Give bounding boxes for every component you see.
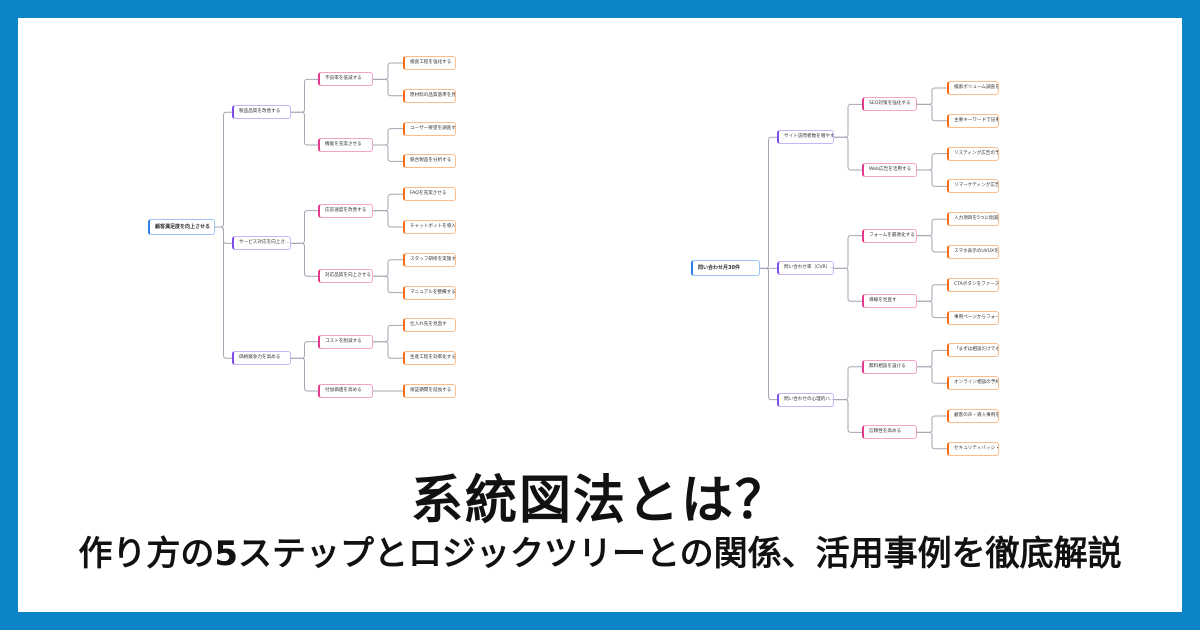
connector-line — [373, 78, 403, 97]
level2-node[interactable]: 不良率を低減する — [318, 72, 373, 87]
level2-node[interactable]: 信頼性を高める — [862, 425, 917, 440]
connector-line — [917, 103, 947, 122]
level3-node[interactable]: 検索ボリューム調査を実… — [947, 81, 999, 95]
headline-title: 系統図法とは？ — [410, 471, 789, 531]
level3-node[interactable]: CTAボタンをファースト… — [947, 277, 999, 292]
connector-line — [917, 415, 947, 433]
connector-line — [291, 78, 318, 113]
level3-node[interactable]: 主要キーワードで記事を… — [947, 113, 999, 128]
level3-node[interactable]: FAQを充実させる — [403, 187, 456, 202]
connector-line — [760, 267, 777, 401]
connector-line — [834, 103, 862, 138]
connector-line — [917, 349, 947, 368]
connector-line — [373, 62, 403, 80]
connector-line — [834, 399, 862, 433]
connector-line — [373, 144, 403, 162]
connector-line — [917, 431, 947, 450]
level1-node[interactable]: 問い合わせ率（CVR）… — [777, 261, 834, 276]
level3-node[interactable]: スマホ表示のUI/UXを改… — [947, 245, 999, 259]
connector-line — [373, 259, 403, 277]
connector-line — [917, 300, 947, 319]
level3-node[interactable]: 顧客の声・導入事例を充… — [947, 409, 999, 423]
level3-node[interactable]: 事例ページからフォーム… — [947, 310, 999, 325]
connector-line — [834, 235, 862, 269]
level2-node[interactable]: 導線を見直す — [862, 294, 917, 309]
connector-line — [917, 169, 947, 187]
connector-line — [917, 284, 947, 302]
connector-line — [291, 210, 318, 244]
level2-node[interactable]: SEO対策を強化する — [862, 97, 917, 112]
level3-node[interactable]: 生産工程を効率化する — [403, 351, 456, 366]
level1-node[interactable]: 価格競争力を高める — [232, 351, 291, 366]
level3-node[interactable]: 原材料の品質基準を見直す — [403, 88, 456, 103]
connector-line — [834, 267, 862, 302]
connector-line — [917, 218, 947, 237]
level3-node[interactable]: 競合製品を分析する — [403, 154, 456, 169]
connector-line — [834, 136, 862, 171]
level3-node[interactable]: 仕入れ先を見直す — [403, 318, 456, 333]
level3-node[interactable]: スタッフ研修を実施する — [403, 252, 456, 267]
level1-node[interactable]: 問い合わせの心理的ハ… — [777, 392, 834, 407]
connector-line — [373, 341, 403, 359]
level3-node[interactable]: ユーザー要望を調査する — [403, 121, 456, 136]
connector-line — [291, 357, 318, 392]
level2-node[interactable]: 対応品質を向上させる — [318, 269, 373, 284]
level2-node[interactable]: 付加価値を高める — [318, 384, 373, 398]
level2-node[interactable]: 応答速度を改善する — [318, 203, 373, 218]
headline-subtitle: 作り方の5ステップとロジックツリーとの関係、活用事例を徹底解説 — [78, 534, 1122, 574]
level3-node[interactable]: 検査工程を強化する — [403, 56, 456, 70]
connector-line — [373, 324, 403, 343]
connector-line — [373, 128, 403, 146]
level3-node[interactable]: 入力項目を5つに削減する — [947, 212, 999, 227]
connector-line — [917, 153, 947, 171]
level2-node[interactable]: Web広告を活用する — [862, 163, 917, 177]
level3-node[interactable]: リスティング広告の予算… — [947, 146, 999, 161]
connector-line — [373, 275, 403, 294]
root-node[interactable]: 問い合わせ月30件 — [691, 260, 760, 277]
connector-line — [291, 242, 318, 277]
level1-node[interactable]: サービス対応を向上さ… — [232, 236, 291, 251]
level2-node[interactable]: フォームを最適化する — [862, 228, 917, 243]
level3-node[interactable]: 「まずは相談だけでもO… — [947, 343, 999, 358]
level1-node[interactable]: 製品品質を改善する — [232, 105, 291, 120]
connector-line — [291, 341, 318, 359]
connector-line — [917, 87, 947, 105]
connector-line — [291, 111, 318, 146]
level3-node[interactable]: マニュアルを整備する — [403, 285, 456, 300]
connector-line — [917, 366, 947, 384]
connector-line — [760, 136, 777, 269]
connector-line — [215, 111, 232, 228]
level2-node[interactable]: コストを削減する — [318, 334, 373, 349]
level3-node[interactable]: チャットボットを導入する — [403, 220, 456, 234]
connector-line — [373, 210, 403, 228]
connector-line — [917, 235, 947, 253]
level3-node[interactable]: セキュリティバッジ・認… — [947, 441, 999, 456]
level3-node[interactable]: リマーケティング広告を… — [947, 179, 999, 194]
root-node[interactable]: 顧客満足度を向上させる — [148, 219, 215, 235]
level3-node[interactable]: オンライン相談の予約フ… — [947, 376, 999, 391]
level2-node[interactable]: 無料相談を設ける — [862, 359, 917, 374]
level2-node[interactable]: 機能を充実させる — [318, 138, 373, 152]
connector-line — [215, 226, 232, 359]
connector-line — [834, 366, 862, 401]
level3-node[interactable]: 保証期間を延長する — [403, 384, 456, 398]
connector-line — [373, 193, 403, 212]
level1-node[interactable]: サイト訪問者数を増やす — [777, 130, 834, 145]
